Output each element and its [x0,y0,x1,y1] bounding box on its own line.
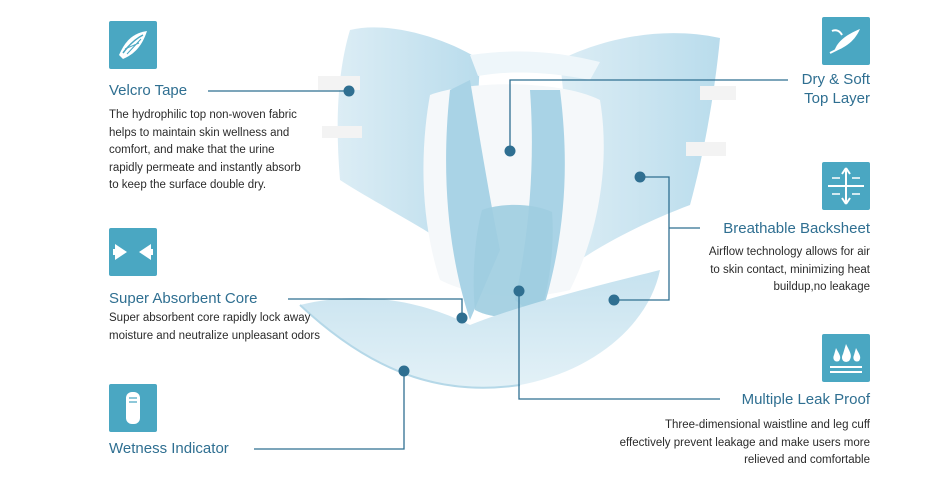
leader-absorbent [288,298,463,318]
leader-breathable [614,176,670,301]
super-absorbent-core-title: Super Absorbent Core [109,290,258,307]
velcro-tab-right-top [700,86,736,100]
velcro-tab-left-bottom [322,126,362,138]
multiple-leak-proof-description: Three-dimensional waistline and leg cuff… [619,419,870,466]
breathable-backsheet-description: Airflow technology allows for air to ski… [708,246,870,293]
arrows-inward-icon [109,228,157,276]
dot-velcro [343,85,355,97]
breathable-backsheet-title: Breathable Backsheet [723,220,870,237]
multiple-leak-proof-title: Multiple Leak Proof [741,391,870,408]
dot-leak [513,285,525,297]
dot-breathable-top [634,171,646,183]
front-panel [300,270,660,388]
waist-band [470,51,600,80]
velcro-tape-description: The hydrophilic top non-woven fabric hel… [109,109,301,191]
wavy-sheet-icon [109,21,157,69]
front-panel-edge [299,304,521,389]
velcro-tab-left-top [318,76,360,90]
feather-icon [822,17,870,65]
water-drops-icon [822,334,870,382]
leader-wetness [254,371,405,450]
dry-soft-title-line1: Dry & Soft [801,71,870,88]
absorbent-core [473,204,553,318]
velcro-tape-title: Velcro Tape [109,82,188,99]
back-wing-right [560,33,720,260]
dot-breathable-bottom [608,294,620,306]
dot-dry [504,145,516,157]
dry-soft-title-line2: Top Layer [804,90,870,107]
indicator-strip-icon [109,384,157,432]
leader-leak [518,291,720,400]
wetness-indicator-title: Wetness Indicator [109,440,229,457]
dot-absorbent [456,312,468,324]
super-absorbent-core-description: Super absorbent core rapidly lock away m… [109,312,320,342]
airflow-arrows-icon [822,162,870,210]
leader-dry [509,79,788,151]
velcro-tab-right-bottom [686,142,726,156]
dot-wetness [398,365,410,377]
